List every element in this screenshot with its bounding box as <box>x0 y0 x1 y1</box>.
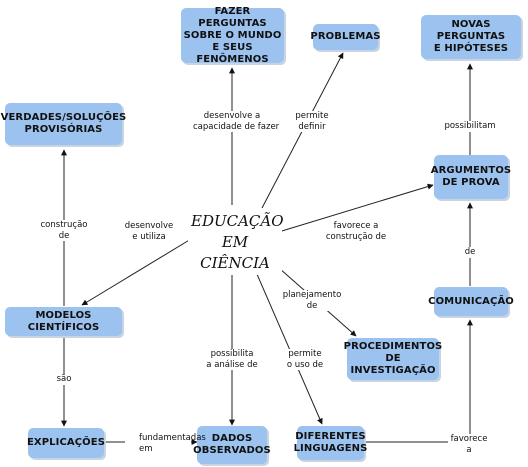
node-linguagens-line2: LINGUAGENS <box>293 443 368 454</box>
node-linguagens-line1: DIFERENTES <box>295 431 366 442</box>
node-diferentes-linguagens[interactable]: DIFERENTES LINGUAGENS <box>294 426 367 460</box>
link-label-favorece-a-line2: a <box>466 444 472 455</box>
link-label-fundamentadas-line2: em <box>139 443 153 454</box>
link-label-construcao-de: construção de <box>38 220 90 241</box>
node-modelos-line1: MODELOS CIENTÍFICOS <box>27 309 100 333</box>
link-label-construcao-line1: construção <box>40 220 88 230</box>
node-argumentos-de-prova[interactable]: ARGUMENTOS DE PROVA <box>430 155 512 199</box>
node-fazer-perguntas-line2: SOBRE O MUNDO <box>183 29 282 41</box>
link-label-permite-uso: permite o uso de <box>285 349 325 370</box>
link-label-favorece-construcao: favorece a construção de <box>325 221 387 242</box>
node-explicacoes-line1: EXPLICAÇÕES <box>27 437 106 448</box>
link-label-permite-definir: permite definir <box>292 111 332 132</box>
link-label-sao-line1: são <box>56 374 72 384</box>
node-comunicacao-line1: COMUNICAÇÃO <box>428 295 514 307</box>
link-label-possibilita-analise: possibilita a análise de <box>203 349 261 370</box>
link-label-planejamento-line2: de <box>306 300 318 311</box>
link-label-planejamento-line1: planejamento <box>282 290 342 300</box>
link-label-desenvolve-capacidade: desenvolve a capacidade de fazer <box>193 111 280 132</box>
link-label-de-line1: de <box>464 247 476 257</box>
link-label-favorece-construcao-line1: favorece a <box>333 221 379 231</box>
link-label-permite-uso-line2: o uso de <box>286 359 324 370</box>
link-label-possibilitam-line1: possibilitam <box>444 121 496 131</box>
link-label-desenvolve-utiliza-line1: desenvolve <box>124 221 174 231</box>
connector-center-linguagens <box>249 257 323 425</box>
node-problemas[interactable]: PROBLEMAS <box>310 24 381 50</box>
central-concept-line2: EM CIÊNCIA <box>200 233 270 272</box>
node-argumentos-line1: ARGUMENTOS <box>430 165 512 176</box>
node-comunicacao[interactable]: COMUNICAÇÃO <box>428 287 514 316</box>
node-novas-perguntas-line1: NOVAS PERGUNTAS <box>436 19 506 42</box>
node-novas-perguntas[interactable]: NOVAS PERGUNTAS E HIPÓTESES <box>421 15 521 59</box>
node-modelos-cientificos[interactable]: MODELOS CIENTÍFICOS <box>5 307 122 336</box>
node-dados-line1: DADOS <box>211 433 253 444</box>
connector-center-argumentos <box>271 183 434 235</box>
node-dados-line2: OBSERVADOS <box>193 445 271 456</box>
node-procedimentos[interactable]: PROCEDIMENTOS DE INVESTIGAÇÃO <box>344 338 442 380</box>
link-label-permite-uso-line1: permite <box>288 349 322 359</box>
link-label-possibilitam: possibilitam <box>442 121 498 132</box>
node-verdades-provisorias[interactable]: VERDADES/SOLUÇÕES PROVISÓRIAS <box>1 103 126 145</box>
link-label-fundamentadas-em: fundamentadas em <box>125 433 206 454</box>
central-concept: EDUCAÇÃO EM CIÊNCIA <box>188 210 284 275</box>
node-procedimentos-line1: PROCEDIMENTOS <box>343 341 443 352</box>
link-label-favorece-construcao-line2: construção de <box>325 231 387 242</box>
central-concept-line1: EDUCAÇÃO <box>191 212 284 230</box>
link-label-desenvolve-capacidade-line2: capacidade de fazer <box>193 121 280 132</box>
node-fazer-perguntas[interactable]: FAZER PERGUNTAS SOBRE O MUNDO E SEUS FEN… <box>181 5 284 65</box>
link-label-permite-definir-line1: permite <box>295 111 329 121</box>
link-label-favorece-a: favorece a <box>448 434 490 455</box>
link-label-construcao-line2: de <box>58 230 70 241</box>
link-label-desenvolve-utiliza-line2: e utiliza <box>132 231 166 242</box>
link-label-fundamentadas-line1: fundamentadas <box>139 433 206 443</box>
node-explicacoes[interactable]: EXPLICAÇÕES <box>27 428 106 458</box>
link-label-permite-definir-line2: definir <box>298 121 326 132</box>
node-dados-observados[interactable]: DADOS OBSERVADOS <box>193 426 271 464</box>
node-argumentos-line2: DE PROVA <box>442 177 500 188</box>
node-problemas-line1: PROBLEMAS <box>310 31 381 42</box>
link-label-desenvolve-utiliza: desenvolve e utiliza <box>124 221 174 242</box>
node-novas-perguntas-line2: E HIPÓTESES <box>433 43 509 54</box>
node-verdades-line1: VERDADES/SOLUÇÕES <box>0 112 127 123</box>
node-verdades-line2: PROVISÓRIAS <box>24 124 103 135</box>
link-label-sao: são <box>55 374 73 385</box>
link-label-possibilita-line2: a análise de <box>206 359 258 370</box>
connector-center-modelos <box>81 235 197 306</box>
node-fazer-perguntas-line3: E SEUS FENÔMENOS <box>196 41 269 65</box>
link-label-favorece-a-line1: favorece <box>450 434 488 444</box>
link-label-desenvolve-capacidade-line1: desenvolve a <box>203 111 261 121</box>
link-label-planejamento-de: planejamento de <box>282 290 342 311</box>
node-fazer-perguntas-line1: FAZER PERGUNTAS <box>198 5 267 29</box>
node-procedimentos-line2: DE INVESTIGAÇÃO <box>350 353 436 376</box>
link-label-possibilita-line1: possibilita <box>210 349 254 359</box>
link-label-de: de <box>463 247 477 258</box>
